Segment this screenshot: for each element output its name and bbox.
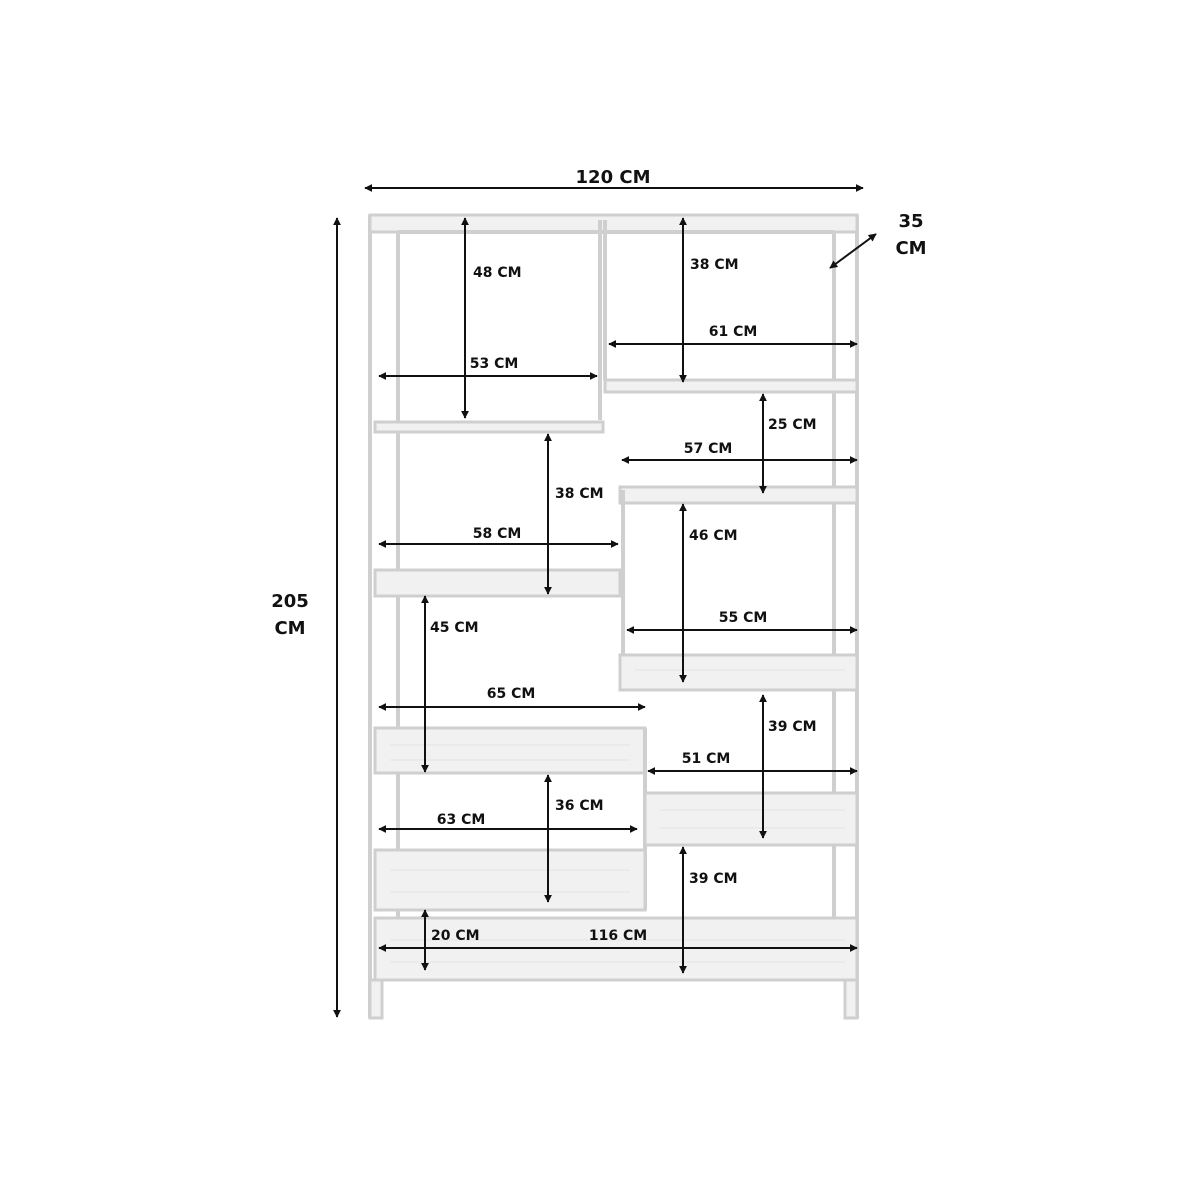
dimension-arrows	[333, 184, 877, 1018]
label-65: 65 CM	[487, 686, 536, 702]
label-depth-unit: CM	[895, 238, 926, 259]
label-48: 48 CM	[473, 265, 522, 281]
label-45: 45 CM	[430, 620, 479, 636]
label-57: 57 CM	[684, 441, 733, 457]
label-depth-value: 35	[898, 211, 923, 232]
label-116: 116 CM	[589, 928, 647, 944]
label-overall-height-value: 205	[271, 591, 309, 612]
label-63: 63 CM	[437, 812, 486, 828]
label-55: 55 CM	[719, 610, 768, 626]
label-overall-width: 120 CM	[576, 167, 651, 188]
label-38-left: 38 CM	[555, 486, 604, 502]
label-25: 25 CM	[768, 417, 817, 433]
label-46: 46 CM	[689, 528, 738, 544]
label-39-mid: 39 CM	[768, 719, 817, 735]
dimension-labels: 120 CM 205 CM 35 CM 48 CM 53 CM 38 CM 61…	[271, 167, 926, 944]
label-39-low: 39 CM	[689, 871, 738, 887]
label-61: 61 CM	[709, 324, 758, 340]
label-53: 53 CM	[470, 356, 519, 372]
shelf-frame	[368, 213, 859, 1020]
label-51: 51 CM	[682, 751, 731, 767]
arrow-depth	[829, 233, 877, 269]
label-overall-height-unit: CM	[274, 618, 305, 639]
label-58: 58 CM	[473, 526, 522, 542]
label-36: 36 CM	[555, 798, 604, 814]
label-20: 20 CM	[431, 928, 480, 944]
label-38-top: 38 CM	[690, 257, 739, 273]
